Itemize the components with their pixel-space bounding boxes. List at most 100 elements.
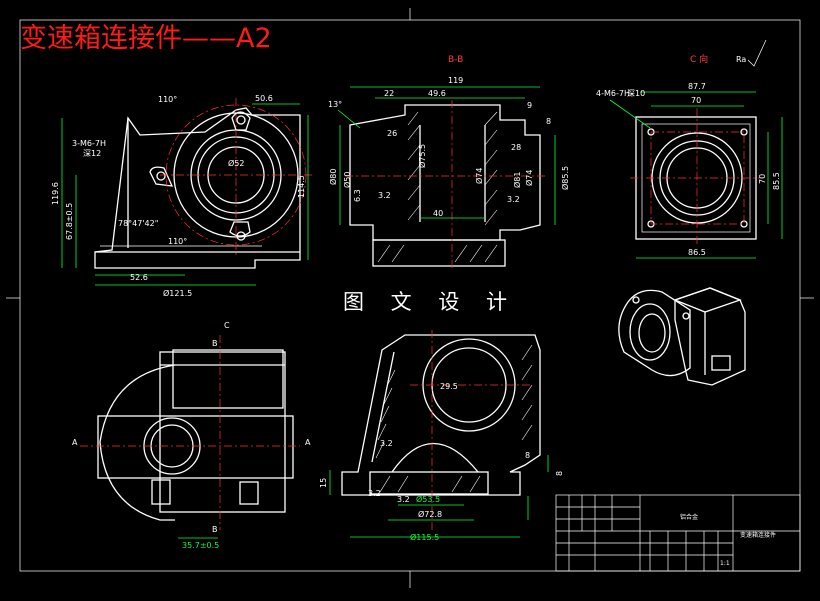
dim-height-left: 119.6 <box>51 182 60 205</box>
c-dim-depth: 深10 <box>627 89 645 98</box>
bb-dim-22: 22 <box>384 89 394 98</box>
title-block-frame <box>555 494 801 572</box>
bc-outline <box>341 334 541 496</box>
iso-bore-outer <box>629 303 671 361</box>
front-view: 110° 50.6 3-M6-7H 深12 Ø52 119.6 67.8±0.5… <box>51 94 312 298</box>
marker-b-top: B <box>212 339 218 348</box>
bb-dim-d80: Ø80 <box>328 169 338 185</box>
bb-dim-40: 40 <box>433 209 443 218</box>
dim-height-inner: 67.8±0.5 <box>65 203 74 240</box>
bb-dim-angle: 13° <box>328 100 342 109</box>
dim-width-total: Ø121.5 <box>163 288 192 298</box>
bc-dim-3-2a: 3.2 <box>380 439 393 448</box>
marker-c: C <box>224 321 230 330</box>
bl-flange <box>97 415 294 479</box>
bc-slant-inner <box>371 351 395 463</box>
bb-dim-9: 9 <box>527 101 532 110</box>
dim-width-bottom: 52.6 <box>130 273 148 282</box>
c-dim-87: 87.7 <box>688 82 706 91</box>
dim-thread: 3-M6-7H <box>72 139 106 148</box>
title-block-scale: 1:1 <box>720 560 730 567</box>
section-bb-view: B-B 119 22 49.6 9 13° Ø80 Ø50 Ø75. <box>328 55 570 270</box>
bb-dim-d50: Ø50 <box>342 172 352 188</box>
c-view: C 向 Ra 4-M6-7H 深10 87.7 70 70 85.5 86.5 <box>596 39 783 259</box>
isometric-view <box>618 287 746 386</box>
dim-width-top: 50.6 <box>255 94 273 103</box>
bb-dim-3-2a: 3.2 <box>378 191 391 200</box>
roughness-symbol <box>747 39 767 67</box>
marker-a-right: A <box>305 438 311 447</box>
bb-dim-width-total: 119 <box>448 76 463 85</box>
section-bb-hatch <box>377 111 498 263</box>
title-block-part-name: 变速箱连接件 <box>740 531 776 539</box>
bc-dim-3-2b: 3.2 <box>368 489 381 498</box>
iso-top-face <box>673 287 742 313</box>
dim-angle-bottom2: 110° <box>168 237 187 246</box>
section-bb-angle-leader <box>337 109 361 129</box>
section-bb-label: B-B <box>448 55 463 65</box>
c-dim-70: 70 <box>691 96 701 105</box>
iso-slot <box>711 355 731 371</box>
bb-dim-8: 8 <box>546 117 551 126</box>
bb-dim-d85: Ø85.5 <box>560 166 570 190</box>
front-view-lug-top <box>231 111 251 131</box>
c-dim-h85: 85.5 <box>772 172 781 190</box>
bc-hatch <box>375 344 533 493</box>
bb-dim-26: 26 <box>387 129 397 138</box>
bb-dim-28: 28 <box>511 143 521 152</box>
bl-foot-right <box>239 481 259 505</box>
bl-foot-left <box>151 479 171 505</box>
c-dim-h70: 70 <box>758 174 767 184</box>
bc-base <box>369 471 489 495</box>
iso-bore-inner <box>638 313 666 353</box>
bb-dim-3-2b: 3.2 <box>507 195 520 204</box>
bl-top-box <box>172 349 284 409</box>
bb-dim-49: 49.6 <box>428 89 446 98</box>
front-view-hole-left <box>156 171 166 181</box>
bc-dim-d115: Ø115.5 <box>410 532 439 542</box>
bottom-center-view: 29.5 3.2 3.2 3.2 Ø53.5 Ø72.8 Ø115.5 15 8… <box>319 330 564 542</box>
iso-hole-1 <box>632 296 640 304</box>
c-dim-86: 86.5 <box>688 248 706 257</box>
section-bb-base <box>372 239 506 267</box>
dim-angle-bottom: 78°47'42" <box>118 219 158 228</box>
drawing-title: 变速箱连接件——A2 <box>20 23 272 54</box>
bc-dim-d728: Ø72.8 <box>418 509 442 519</box>
title-block-material: 铝合金 <box>680 513 698 521</box>
roughness-note: Ra <box>736 55 746 64</box>
bc-dim-d53: Ø53.5 <box>416 494 440 504</box>
bl-outline-curve <box>99 364 176 521</box>
dim-diameter-inner: Ø52 <box>228 158 244 168</box>
bb-dim-d75: Ø75.5 <box>417 144 427 168</box>
bc-dim-8b: 8 <box>555 471 564 476</box>
c-dim-thread: 4-M6-7H <box>596 89 630 98</box>
front-view-hole-top <box>236 115 246 125</box>
bc-dim-3-2c: 3.2 <box>397 495 410 504</box>
bc-dim-15: 15 <box>319 478 328 488</box>
bb-dim-d81: Ø81 <box>512 172 522 188</box>
bb-dim-6-3: 6.3 <box>353 189 362 202</box>
c-view-thread-leader <box>609 99 651 129</box>
bc-dim-8: 8 <box>525 451 530 460</box>
bb-dim-d74: Ø74 <box>474 168 484 184</box>
bl-body <box>159 351 286 513</box>
front-view-lug-left <box>149 166 174 187</box>
dim-height-right: 114.5 <box>297 175 306 198</box>
marker-a-left: A <box>72 438 78 447</box>
title-block: 铝合金 变速箱连接件 1:1 <box>555 494 801 572</box>
section-bb-outline <box>349 104 541 241</box>
dim-depth: 深12 <box>83 149 101 158</box>
iso-hole-2 <box>682 312 690 320</box>
bl-dim-width: 35.7±0.5 <box>182 541 219 550</box>
front-view-lug-bottom <box>229 221 251 237</box>
iso-flange <box>618 289 691 377</box>
front-view-hole-bottom <box>236 231 246 241</box>
dim-angle-top: 110° <box>158 95 177 104</box>
bottom-left-view: C B B A A 35.7±0.5 <box>72 321 311 550</box>
c-view-label: C 向 <box>690 53 708 65</box>
front-view-outline <box>94 107 301 269</box>
watermark-text: 图 文 设 计 <box>343 290 517 314</box>
bc-dim-29: 29.5 <box>440 382 458 391</box>
marker-b-bottom: B <box>212 525 218 534</box>
